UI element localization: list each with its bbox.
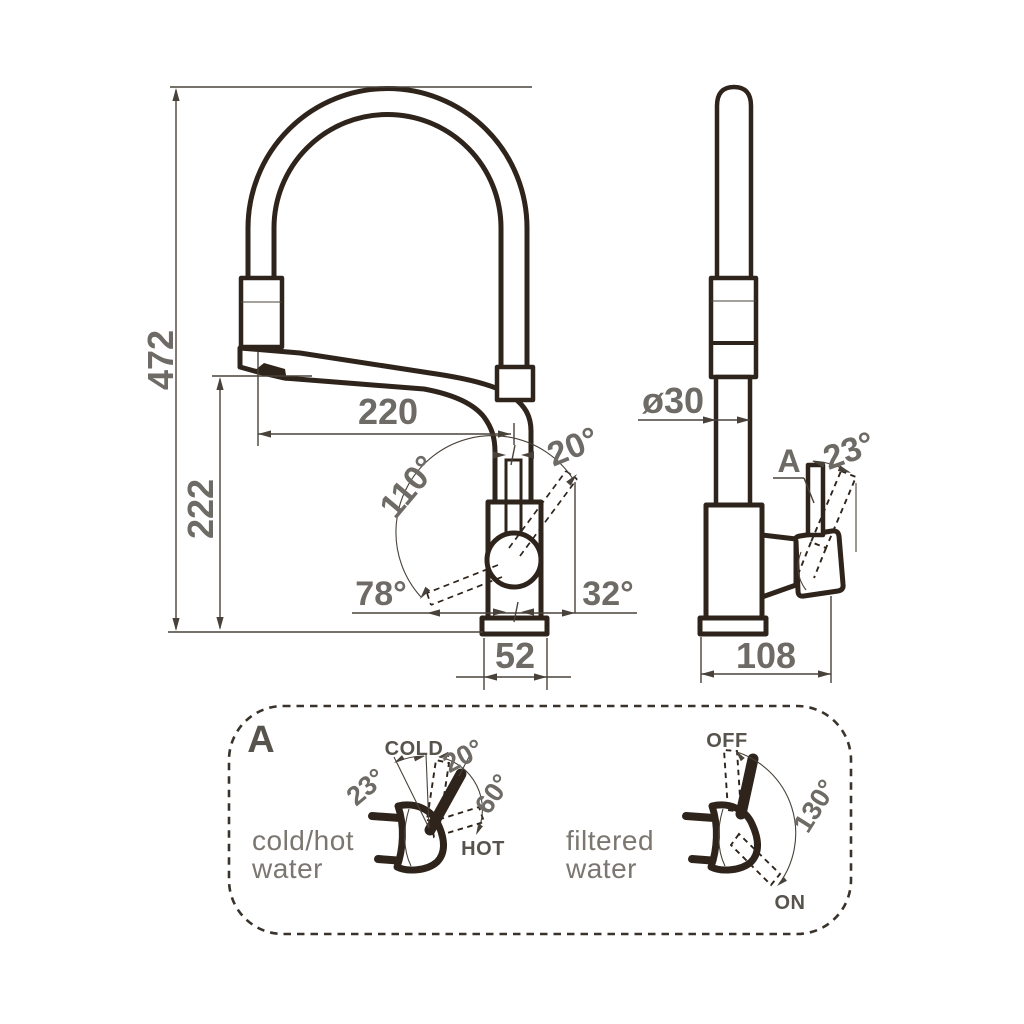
glyph-lever [424,768,467,836]
glyph-seam [404,808,412,867]
detail-ref-label: A [777,443,800,479]
panel-border [227,704,853,936]
pos-on-label: ON [775,892,806,914]
arc-110 [395,435,574,598]
filtered-diagram: filtered water OFF 130° ON [565,730,843,914]
hose-arch-inner [271,112,504,369]
lever-pos-cold [425,758,451,825]
arrowhead [736,751,745,762]
cold-hot-diagram: cold/hot water 23° COLD [251,733,517,884]
angle-arc-label: 110° [372,449,445,526]
arrowhead [172,88,180,101]
arrowhead [476,823,483,835]
glyph-lever [735,753,759,820]
base-plate-side [697,615,769,637]
glyph-arm [368,812,404,822]
arrowhead [837,465,851,473]
caption-coldhot-2: water [251,853,323,884]
caption-coldhot-1: cold/hot [252,825,354,856]
arrowhead [258,430,271,438]
arrowhead [777,876,787,886]
angle-back-label: 23° [341,762,392,811]
dim-base-width: 52 [495,635,535,676]
faucet-column [713,374,753,511]
hose-connector-side [708,275,759,380]
arrowhead [493,451,506,459]
arrowhead [484,673,497,681]
spray-head-holder [238,275,285,350]
side-view: 23° A ø30 108 [638,84,880,683]
pos-hot-label: HOT [461,838,505,860]
lever-pos-off [722,748,743,814]
handle-lever-side [805,462,826,538]
angle-lever-up-label: 20° [542,420,604,474]
pos-cold-label: COLD [385,738,444,760]
dim-diameter: ø30 [642,380,704,421]
caption-filtered-2: water [565,853,637,884]
dim-tick [513,601,519,623]
caption-filtered-1: filtered [566,825,654,856]
dim-tick [510,444,516,466]
faucet-body-side [703,502,765,622]
pos-off-label: OFF [706,730,748,752]
ref-leader [803,477,815,504]
dim-total-height: 472 [140,330,181,390]
arrowhead [493,608,506,616]
arrowhead [394,755,405,763]
hose-connector [494,364,536,403]
glyph-body [707,801,761,874]
lever-pos-23 [798,469,858,579]
angle-lever-back-label: 23° [818,424,879,477]
arrowhead [413,756,425,762]
lever-pos-78 [426,564,503,606]
spray-head [714,84,754,300]
detail-panel: A cold/hot water [227,704,853,936]
handle-joint-circle [484,530,544,590]
arrowhead [812,461,826,468]
arrowhead [534,673,547,681]
ref-line [425,753,430,829]
dim-spout-height: 222 [180,479,221,539]
dim-depth: 108 [736,635,796,676]
arrowhead [521,608,534,616]
arrowhead [216,377,224,390]
arrowhead [737,416,750,424]
lever-pos-on [729,832,782,887]
arrowhead [566,474,577,486]
angle-lever-right-label: 32° [582,575,633,613]
arrowhead [438,751,450,757]
angle-lever-down-label: 78° [355,575,406,613]
arrowhead [521,451,534,459]
panel-label: A [247,719,274,761]
front-view: 472 222 220 52 [140,86,637,690]
handle-cap [793,528,846,599]
arrowhead [701,670,714,678]
arrowhead [216,617,224,630]
arrowhead [703,416,716,424]
arrowhead [818,670,831,678]
angle-hot-label: 60° [469,769,517,820]
arc-130 [736,751,797,885]
arrowhead [427,609,440,617]
ref-line [393,756,430,829]
arc-20-60 [438,756,483,834]
dim-spout-reach: 220 [358,391,418,432]
handle-cone [759,532,799,600]
arrowhead [172,618,180,631]
arrowhead [562,609,575,617]
glyph-arm [682,812,718,822]
arrowhead [420,586,431,599]
glyph-seam [718,808,726,867]
ref-line [458,754,471,777]
angle-cold-label: 20° [438,733,488,779]
